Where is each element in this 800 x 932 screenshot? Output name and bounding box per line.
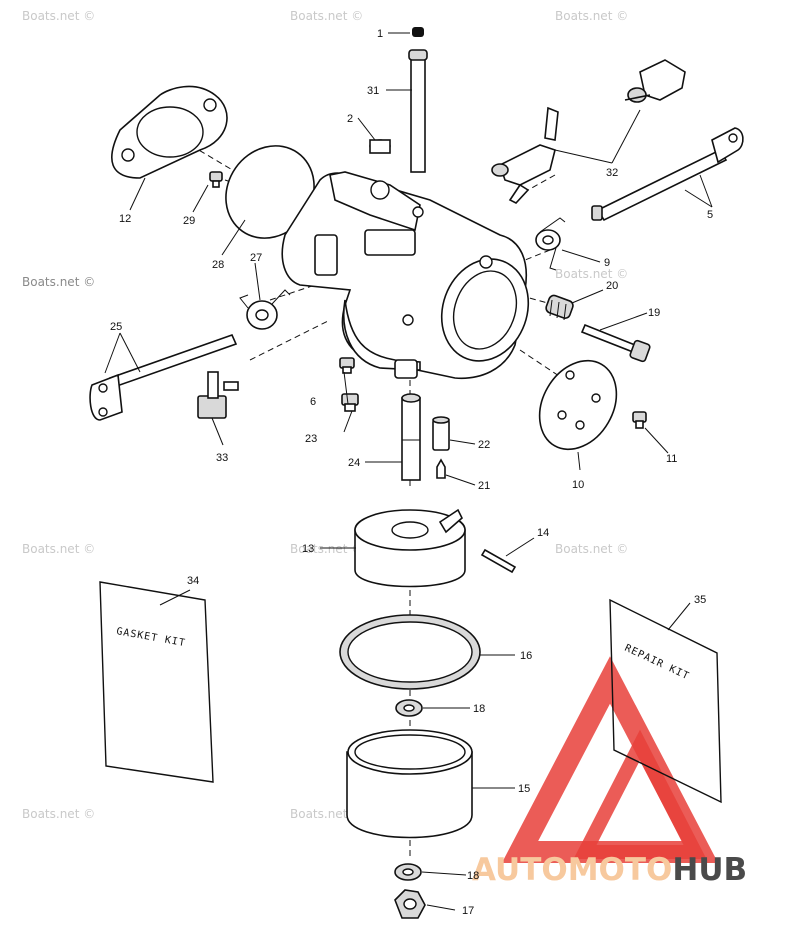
callout-21: 21 xyxy=(478,480,490,492)
part-12-flange-gasket xyxy=(111,85,228,179)
watermark: Boats.net © xyxy=(22,542,95,556)
watermark: Boats.net © xyxy=(290,807,363,821)
watermark: Boats.net © xyxy=(555,9,628,23)
callout-16: 16 xyxy=(520,650,532,662)
part-33-elbow-fitting xyxy=(197,371,239,419)
part-10-plate xyxy=(538,359,618,451)
part-29-screw xyxy=(209,171,223,188)
callout-28: 28 xyxy=(212,259,224,271)
part-27-spring xyxy=(239,289,291,330)
watermark: Boats.net © xyxy=(290,542,363,556)
callout-2: 2 xyxy=(347,113,353,125)
watermark: Boats.net © xyxy=(555,267,628,281)
part-2-plug xyxy=(369,139,391,154)
watermark: Boats.net © xyxy=(22,9,95,23)
part-16-bowl-gasket xyxy=(339,614,481,690)
callout-33: 33 xyxy=(216,452,228,464)
callout-14: 14 xyxy=(537,527,549,539)
part-32-fuel-fittings xyxy=(491,59,686,204)
part-5-shaft xyxy=(591,127,744,222)
callout-9: 9 xyxy=(604,257,610,269)
callout-35: 35 xyxy=(694,594,706,606)
callout-29: 29 xyxy=(183,215,195,227)
part-6-screw xyxy=(339,357,355,374)
callout-32: 32 xyxy=(606,167,618,179)
part-23-screw xyxy=(341,393,359,412)
part-17-nut xyxy=(394,889,426,919)
part-14-pin xyxy=(480,548,517,574)
callout-34: 34 xyxy=(187,575,199,587)
brand-text-hub: HUB xyxy=(672,852,747,888)
part-22-jet xyxy=(432,416,450,451)
callout-18: 18 xyxy=(473,703,485,715)
brand-logo: AUTOMOTOHUB xyxy=(472,656,747,888)
callout-11: 11 xyxy=(666,453,677,465)
svg-text:AUTOMOTOHUB: AUTOMOTOHUB xyxy=(472,852,747,888)
callout-31: 31 xyxy=(367,85,379,97)
callout-23: 23 xyxy=(305,433,317,445)
callout-1: 1 xyxy=(377,28,383,40)
callout-6: 6 xyxy=(310,396,316,408)
callout-15: 15 xyxy=(518,783,530,795)
callout-12: 12 xyxy=(119,213,131,225)
part-13-float xyxy=(354,508,466,588)
callout-20: 20 xyxy=(606,280,618,292)
watermark: Boats.net © xyxy=(555,542,628,556)
part-9-spring xyxy=(535,217,566,271)
callout-24: 24 xyxy=(348,457,360,469)
part-11-screw xyxy=(632,411,647,429)
repair-kit-label: REPAIR KIT xyxy=(623,643,691,683)
callout-19: 19 xyxy=(648,307,660,319)
callout-27: 27 xyxy=(250,252,262,264)
part-18-washer xyxy=(394,863,422,881)
callout-10: 10 xyxy=(572,479,584,491)
callout-25: 25 xyxy=(110,321,122,333)
callout-numbers: 1 31 2 5 6 9 10 11 12 13 14 15 16 17 18 … xyxy=(110,28,713,917)
watermark: Boats.net © xyxy=(22,807,95,821)
carburetor-body xyxy=(281,171,530,380)
callout-13: 13 xyxy=(302,543,314,555)
callout-18-lower: 18 xyxy=(467,870,479,882)
part-1-cap xyxy=(412,27,424,37)
part-21-needle xyxy=(436,458,446,479)
part-25-shaft xyxy=(89,333,238,421)
callout-17: 17 xyxy=(462,905,474,917)
watermarks: Boats.net © Boats.net © Boats.net © Boat… xyxy=(22,9,628,821)
part-24-tube xyxy=(401,393,421,481)
watermark: Boats.net © xyxy=(22,275,95,289)
logo-triangle-outer xyxy=(501,656,719,863)
leader-lines xyxy=(104,32,713,911)
part-19-needle-screw xyxy=(580,323,651,363)
brand-text-automoto: AUTOMOTO xyxy=(472,852,672,888)
watermark: Boats.net © xyxy=(290,9,363,23)
callout-5: 5 xyxy=(707,209,713,221)
part-18-washer xyxy=(395,699,423,717)
part-15-float-bowl xyxy=(346,729,473,839)
part-20-spring xyxy=(545,294,574,321)
logo-triangle-inner xyxy=(573,729,707,859)
part-34-gasket-kit: GASKET KIT xyxy=(99,581,214,783)
callout-22: 22 xyxy=(478,439,490,451)
part-31-pin xyxy=(408,49,428,173)
